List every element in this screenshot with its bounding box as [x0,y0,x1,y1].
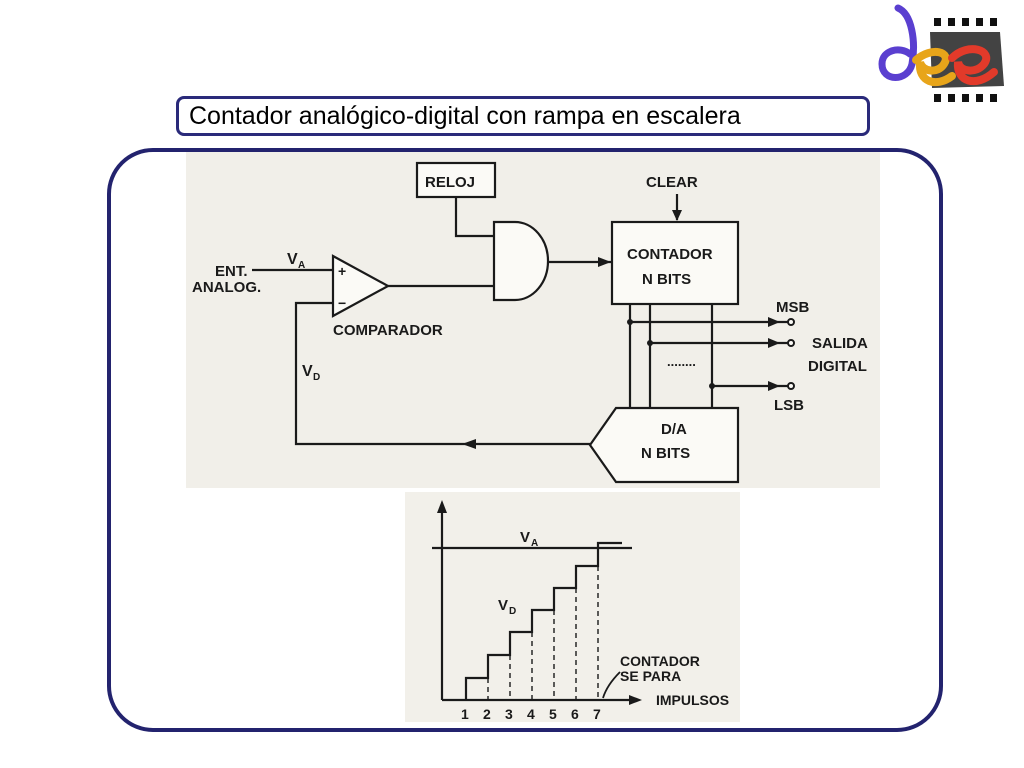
graph-vd-label: V [498,597,508,614]
minus-sign: − [338,295,346,311]
da-label-line2: N BITS [641,445,690,462]
vd-subscript: D [313,372,320,383]
x-tick-label: 6 [571,706,579,722]
msb-label: MSB [776,299,810,316]
contador-label-line1: CONTADOR [627,246,713,263]
x-axis-label: IMPULSOS [656,692,729,708]
slide-title-text: Contador analógico-digital con rampa en … [189,101,741,130]
graph-va-label: V [520,529,530,546]
content-frame [107,148,943,732]
graph-vd-subscript: D [509,606,516,617]
lsb-label: LSB [774,397,804,414]
dee-logo: dee [878,4,1004,102]
salida-label: SALIDA [812,335,868,352]
plus-sign: + [338,263,346,279]
graph-scan-bg [405,492,740,722]
x-tick-label: 4 [527,706,535,722]
reloj-label: RELOJ [425,174,475,191]
ent-label: ENT. [215,263,248,280]
x-tick-label: 7 [593,706,601,722]
x-tick-label: 1 [461,706,469,722]
vd-label: V [302,363,313,380]
comparador-label: COMPARADOR [333,322,443,339]
and-gate [492,220,550,302]
clear-label: CLEAR [646,174,698,191]
va-label: V [287,251,298,268]
analog-label: ANALOG. [192,279,261,296]
vd-staircase [464,541,622,700]
da-label-line1: D/A [661,421,687,438]
x-tick-label: 5 [549,706,557,722]
annotation-line1: CONTADOR [620,653,700,669]
x-tick-label: 3 [505,706,513,722]
comparator [331,254,391,318]
annotation-line2: SE PARA [620,668,681,684]
diagram-scan-bg [186,152,880,488]
contador-box [610,220,740,306]
bits-ellipsis: ........ [667,354,696,369]
graph-va-subscript: A [531,538,538,549]
slide-title: Contador analógico-digital con rampa en … [176,96,870,136]
digital-label: DIGITAL [808,358,867,375]
x-tick-label: 2 [483,706,491,722]
da-converter-box [588,406,740,484]
reloj-box [415,161,497,199]
va-subscript: A [298,260,305,271]
contador-label-line2: N BITS [642,271,691,288]
